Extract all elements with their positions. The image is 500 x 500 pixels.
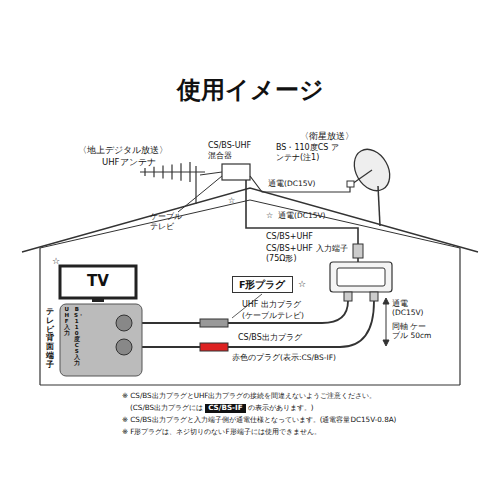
label: の表示があります。): [248, 404, 314, 413]
plug-lead: [138, 346, 200, 348]
label: 通電(DC15V): [268, 179, 316, 188]
mixer-box: [222, 164, 250, 180]
marking-box: CS/BS-IF: [205, 404, 245, 413]
roof-inner: [40, 200, 460, 248]
label: ※ F形プラグは、ネジ切りのないF形端子には使用できません。: [122, 428, 321, 437]
label: 通電 (DC15V): [392, 299, 432, 317]
vertical-label: BS・110度CS入力: [74, 306, 80, 366]
tv-back-panel: [60, 304, 142, 376]
tv-terminal: [116, 315, 132, 331]
tv-terminal: [116, 339, 132, 355]
label: UHF 出力プラグ: [242, 300, 301, 310]
label: ※ CS/BS出力プラグと入力端子側が通電仕様となっています。(通電容量DC15…: [122, 416, 396, 425]
label: CS/BS出力プラグ: [238, 333, 302, 343]
antenna-element: [162, 166, 163, 179]
plug-lead: [138, 322, 200, 324]
antenna-element: [189, 162, 190, 182]
label: BS・110度CS アンテナ(注1): [276, 143, 340, 162]
node-text: F形プラグ: [239, 279, 286, 290]
callout-box: F形プラグ: [232, 276, 293, 293]
roof: [22, 188, 478, 252]
wall: [39, 248, 40, 385]
wall: [459, 248, 460, 385]
csbs-cable: [228, 301, 374, 347]
antenna-cable: [200, 172, 222, 175]
antenna-element: [153, 167, 154, 177]
uhf-plug: [200, 319, 228, 327]
length-arrow: [383, 298, 389, 346]
label: 赤色のプラグ(表示:CS/BS-IF): [232, 353, 336, 362]
tv-monitor: [60, 266, 136, 298]
label: CS/BS+UHF: [266, 232, 313, 242]
label: 同軸 ケーブル 50cm: [392, 322, 432, 340]
dish-antenna: [347, 143, 397, 226]
cable-tv-line: [178, 176, 222, 212]
label: 通電(DC15V): [278, 211, 326, 220]
label: UHFアンテナ: [102, 157, 156, 167]
label: CS/BS-UHF 混合器: [208, 141, 260, 160]
vertical-label: テレビ背面端子: [46, 308, 54, 370]
label: 〈衛星放送〉: [300, 131, 354, 141]
tv-screen: TV: [64, 270, 132, 292]
node-text: TV: [68, 272, 128, 290]
vertical-label: UHF入力: [64, 306, 70, 336]
floor: [40, 384, 460, 385]
star-mark: ☆: [52, 256, 60, 267]
tv-stand: [92, 298, 104, 302]
antenna-element: [180, 163, 181, 181]
antenna-element: [171, 164, 172, 179]
star-mark: ☆: [228, 196, 235, 206]
dish-cable: [250, 176, 350, 192]
star-mark: ☆: [298, 279, 306, 290]
label: (CS/BS出力プラグには: [130, 404, 203, 413]
node-text: CS/BS-IF: [208, 404, 242, 413]
label: (ケーブルテレビ): [242, 311, 304, 320]
csbs-plug: [200, 343, 228, 351]
label: CS/BS+UHF 入力端子(75Ω形): [266, 244, 350, 263]
label: ケーブル テレビ: [150, 212, 184, 231]
label: 〈地上デジタル放送〉: [78, 145, 168, 155]
antenna-element: [144, 168, 145, 176]
star-mark: ☆: [266, 211, 273, 221]
title: 使用イメージ: [0, 76, 500, 105]
label: ※ CS/BS出力プラグとUHF出力プラグの接続を間違えないようご注意ください。: [122, 392, 376, 401]
uhf-cable: [228, 301, 348, 323]
